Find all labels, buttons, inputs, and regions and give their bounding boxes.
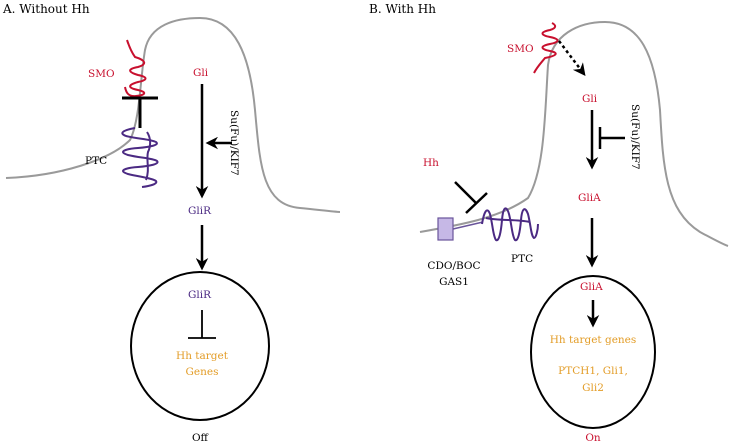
panel-b-smo-label: SMO xyxy=(507,43,534,55)
panel-b-sufu-label: Su(Fu)/KIF7 xyxy=(629,104,641,170)
panel-b-ptc-label: PTC xyxy=(511,253,533,265)
panel-b-cdo-connector xyxy=(452,221,484,230)
panel-b-hh-inhibition-bar xyxy=(465,192,488,214)
panel-a-nucleus xyxy=(130,271,270,421)
panel-a-sufu-label: Su(Fu)/KIF7 xyxy=(228,110,240,176)
panel-a-ptc-receptor xyxy=(121,127,159,188)
panel-a-target-line1: Hh target xyxy=(176,350,229,362)
panel-b-cdo-boc-box xyxy=(437,217,454,241)
panel-b-target-label: Hh target genes xyxy=(550,334,637,346)
panel-b-title: B. With Hh xyxy=(369,2,436,16)
panel-b-state-label: On xyxy=(585,432,601,444)
panel-a: A. Without Hh SMO PTC Gli Su(Fu)/KIF7 Gl… xyxy=(2,2,341,444)
panel-b-gli-label: Gli xyxy=(582,93,598,105)
panel-a-gli-label: Gli xyxy=(193,67,209,79)
panel-a-smo-receptor xyxy=(124,39,147,98)
panel-b-glia-nucleus-label: GliA xyxy=(580,281,603,293)
panel-a-smo-label: SMO xyxy=(88,68,115,80)
panel-b: B. With Hh SMO Gli Su(Fu)/KIF7 Hh PTC CD… xyxy=(369,2,729,444)
panel-a-state-label: Off xyxy=(192,432,210,444)
panel-a-ptc-label: PTC xyxy=(85,155,107,167)
panel-b-ptc-receptor xyxy=(481,207,539,242)
panel-a-glir-nucleus-label: GliR xyxy=(188,289,212,301)
panel-b-hh-label: Hh xyxy=(423,157,439,169)
panel-b-cdo-label-line2: GAS1 xyxy=(439,276,469,288)
panel-b-smo-activation-arrow xyxy=(558,40,586,76)
panel-b-smo-receptor xyxy=(533,22,559,74)
panel-b-glia-cyto-label: GliA xyxy=(578,192,601,204)
panel-a-target-line2: Genes xyxy=(186,366,219,378)
panel-b-cdo-label-line1: CDO/BOC xyxy=(427,260,480,272)
panel-b-genes-line1: PTCH1, Gli1, xyxy=(558,365,628,377)
panel-a-title: A. Without Hh xyxy=(2,2,90,16)
panel-b-genes-line2: Gli2 xyxy=(582,382,604,394)
panel-a-membrane xyxy=(5,16,341,213)
panel-b-membrane xyxy=(419,20,729,247)
panel-a-glir-cyto-label: GliR xyxy=(188,205,212,217)
panel-b-hh-inhibition-line xyxy=(454,181,477,204)
panel-b-nucleus xyxy=(530,275,656,429)
